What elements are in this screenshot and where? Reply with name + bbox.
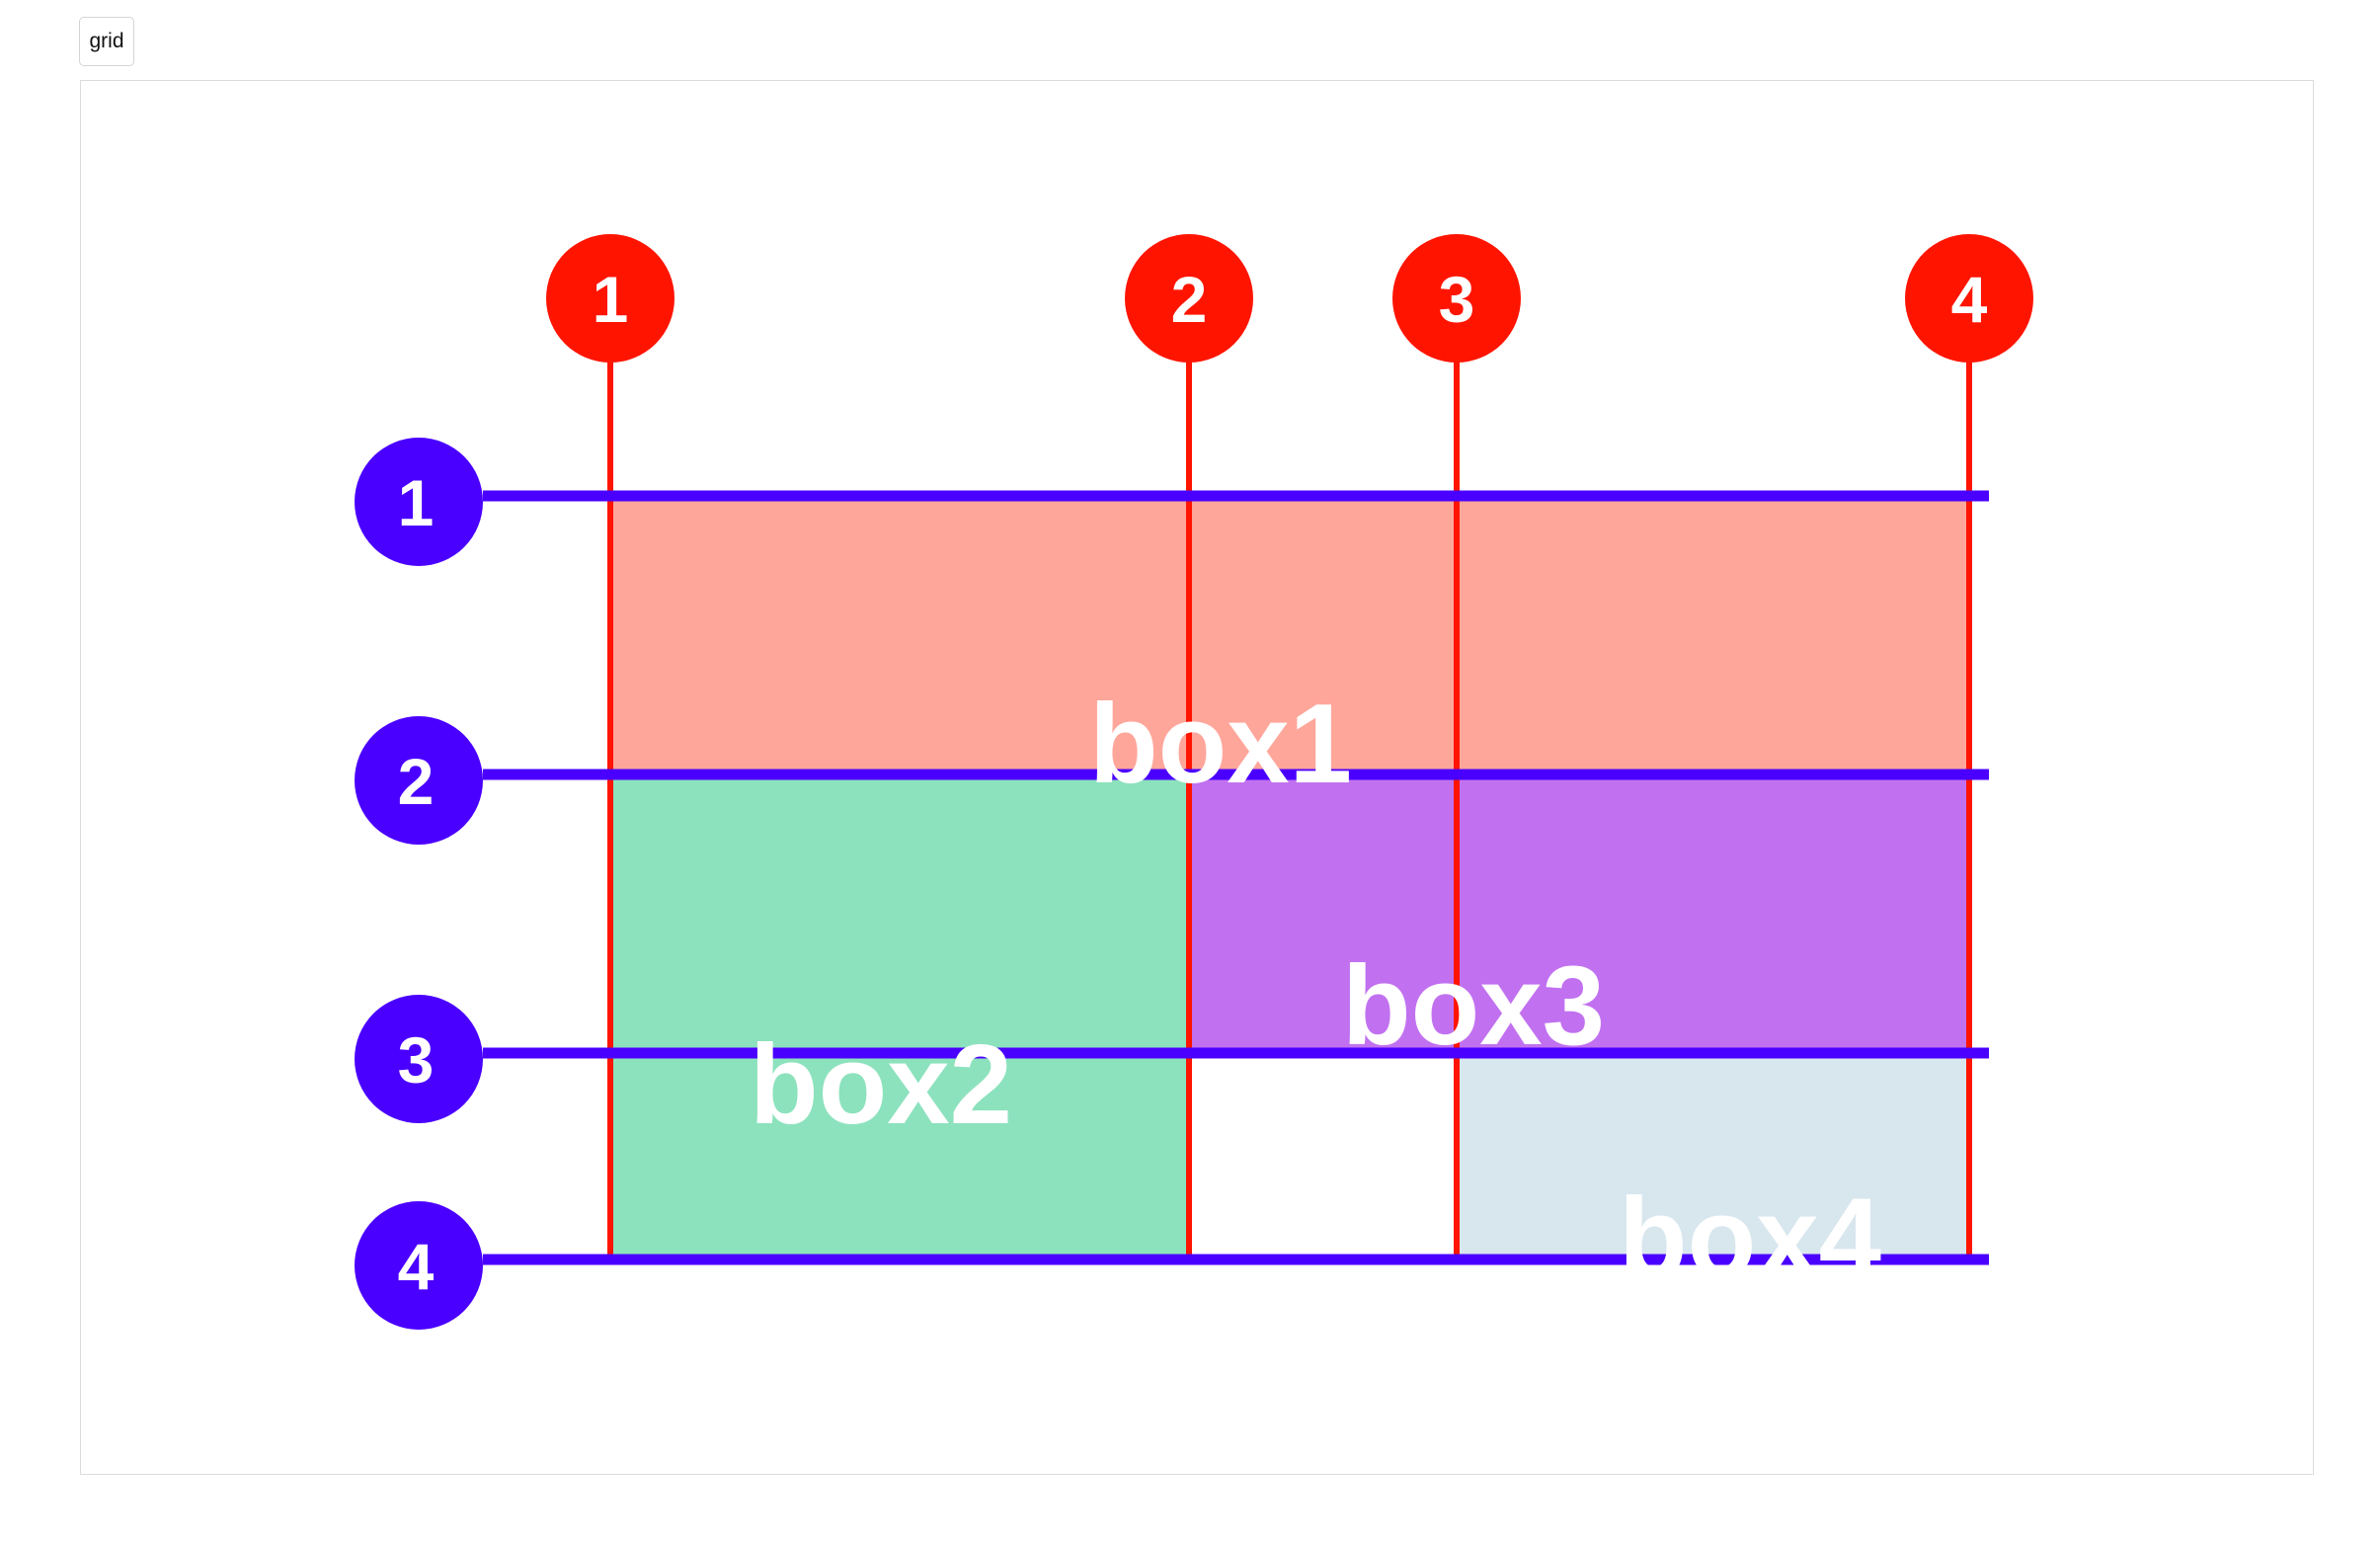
column-line-marker-2 — [1125, 234, 1253, 363]
grid-item-box4 — [1457, 1053, 1969, 1260]
row-line-marker-2 — [355, 716, 483, 845]
grid-items — [610, 496, 1969, 1260]
grid-item-label-box2: box2 — [750, 1022, 1012, 1148]
grid-item-label-box3: box3 — [1342, 943, 1605, 1069]
column-line-number-3: 3 — [1439, 263, 1475, 336]
grid-toggle-button[interactable]: grid — [79, 17, 134, 66]
row-line-marker-3 — [355, 995, 483, 1123]
row-line-number-4: 4 — [398, 1230, 435, 1303]
row-line-number-1: 1 — [398, 466, 435, 539]
row-line-number-3: 3 — [398, 1023, 435, 1097]
column-lines — [607, 298, 1972, 1263]
row-lines — [483, 490, 1989, 1265]
column-line-marker-1 — [546, 234, 674, 363]
row-line-marker-4 — [355, 1201, 483, 1330]
grid-item-box2 — [610, 774, 1189, 1260]
column-line-marker-3 — [1392, 234, 1521, 363]
column-line-markers: 1 2 3 4 — [546, 234, 2033, 363]
row-line-markers: 1 2 3 4 — [355, 438, 483, 1330]
column-line-number-1: 1 — [593, 263, 629, 336]
column-line-number-2: 2 — [1171, 263, 1208, 336]
column-line-marker-4 — [1905, 234, 2033, 363]
grid-item-label-box1: box1 — [1089, 682, 1352, 807]
row-line-number-2: 2 — [398, 745, 435, 818]
grid-item-label-box4: box4 — [1619, 1176, 1881, 1301]
grid-item-box3 — [1189, 774, 1969, 1053]
grid-item-box1 — [610, 496, 1969, 774]
row-line-marker-1 — [355, 438, 483, 566]
column-line-number-4: 4 — [1951, 263, 1988, 336]
